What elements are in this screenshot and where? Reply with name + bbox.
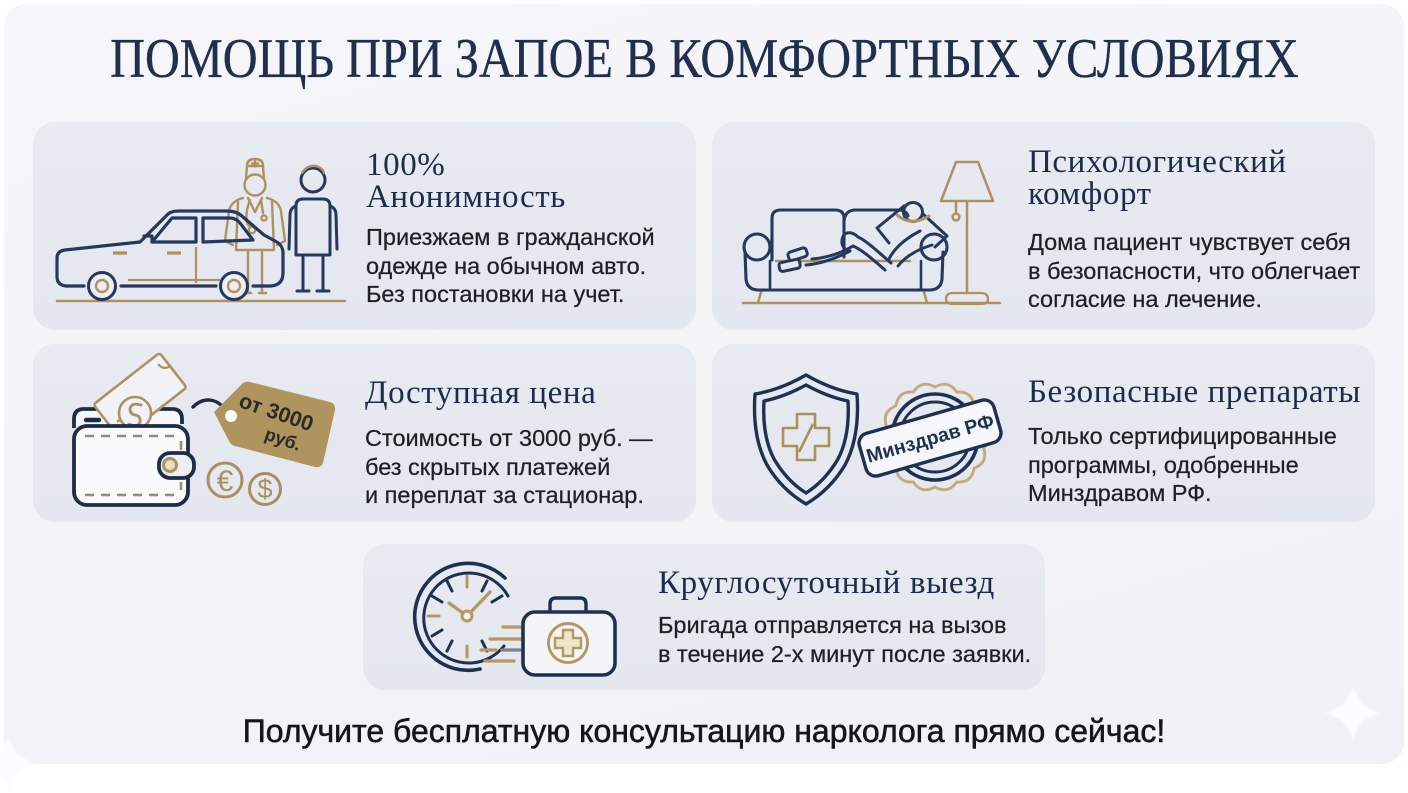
- svg-text:$: $: [257, 474, 272, 504]
- svg-text:€: €: [217, 465, 234, 498]
